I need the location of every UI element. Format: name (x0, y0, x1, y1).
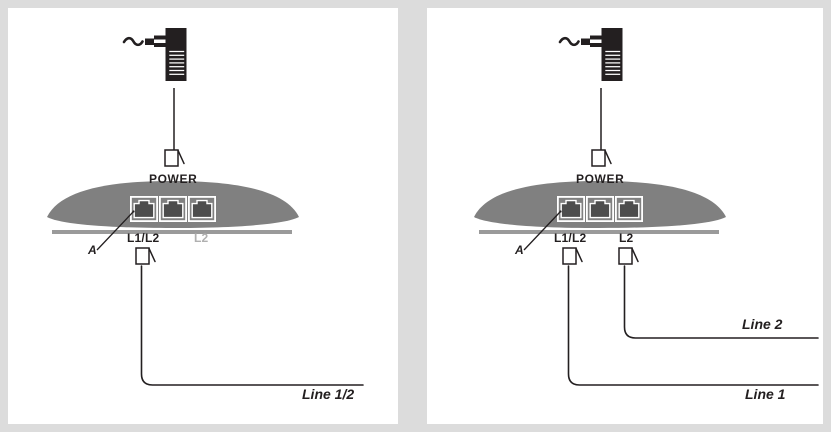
cable-label-line-1: Line 1 (745, 386, 786, 402)
port-label-l2: L2 (194, 231, 209, 245)
port-label-l1l2: L1/L2 (127, 231, 160, 245)
callout-label-a: A (515, 243, 524, 257)
power-label: POWER (149, 172, 198, 186)
cable-label-line-2: Line 2 (742, 316, 783, 332)
panel-single-line (8, 8, 398, 424)
callout-label-a: A (88, 243, 97, 257)
power-label: POWER (576, 172, 625, 186)
port-label-l2: L2 (619, 231, 634, 245)
port-label-l1l2: L1/L2 (554, 231, 587, 245)
panel-two-line (427, 8, 823, 424)
cable-label-line-1-2: Line 1/2 (302, 386, 355, 402)
